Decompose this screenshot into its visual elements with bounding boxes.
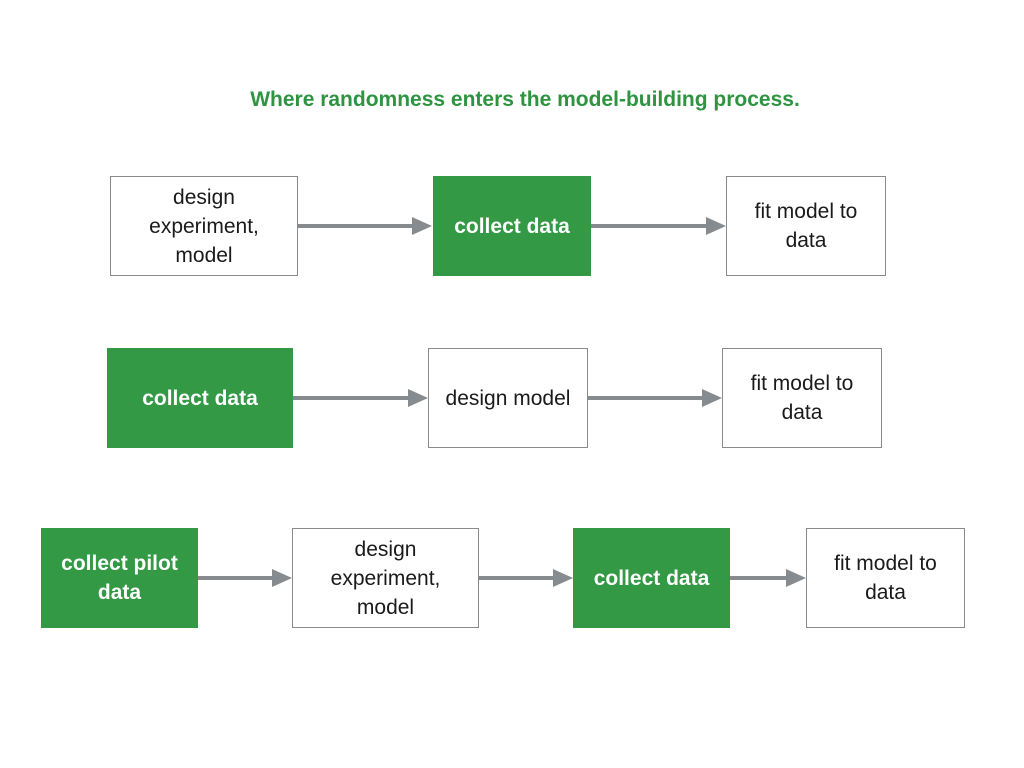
arrow-row2-2: [587, 389, 722, 407]
row1-box3-label: fit model to data: [754, 200, 858, 252]
row2-box3-label: fit model to data: [750, 372, 854, 424]
row3-box-collect-pilot-data: collect pilot data: [41, 528, 198, 628]
arrow-row3-1: [198, 569, 292, 587]
diagram-title: Where randomness enters the model-buildi…: [250, 88, 800, 111]
arrow-row2-1: [293, 389, 428, 407]
row1-box-collect-data: collect data: [433, 176, 591, 276]
row1-box-design-experiment-model: design experiment, model: [110, 176, 298, 276]
row1-box-fit-model: fit model to data: [726, 176, 886, 276]
row3-box4-label: fit model to data: [834, 552, 937, 604]
row2-box1-label: collect data: [142, 386, 258, 410]
arrow-row1-2: [591, 217, 726, 235]
arrow-row1-1: [298, 217, 432, 235]
arrow-row3-2: [479, 569, 573, 587]
row3-box-fit-model: fit model to data: [806, 528, 965, 628]
row3-box1-label: collect pilot data: [61, 552, 178, 604]
row1-box2-label: collect data: [454, 214, 570, 238]
row3-box3-label: collect data: [593, 566, 710, 590]
arrow-row3-3: [730, 569, 806, 587]
row2-box-collect-data: collect data: [107, 348, 293, 448]
row2-box-fit-model: fit model to data: [722, 348, 882, 448]
row3-box-design-experiment-model: design experiment, model: [292, 528, 479, 628]
row3-box-collect-data: collect data: [573, 528, 730, 628]
row2-box-design-model: design model: [428, 348, 588, 448]
row1-box1-label: design experiment, model: [149, 185, 259, 267]
row3-box2-label: design experiment, model: [330, 537, 441, 619]
row2-box2-label: design model: [445, 386, 571, 410]
